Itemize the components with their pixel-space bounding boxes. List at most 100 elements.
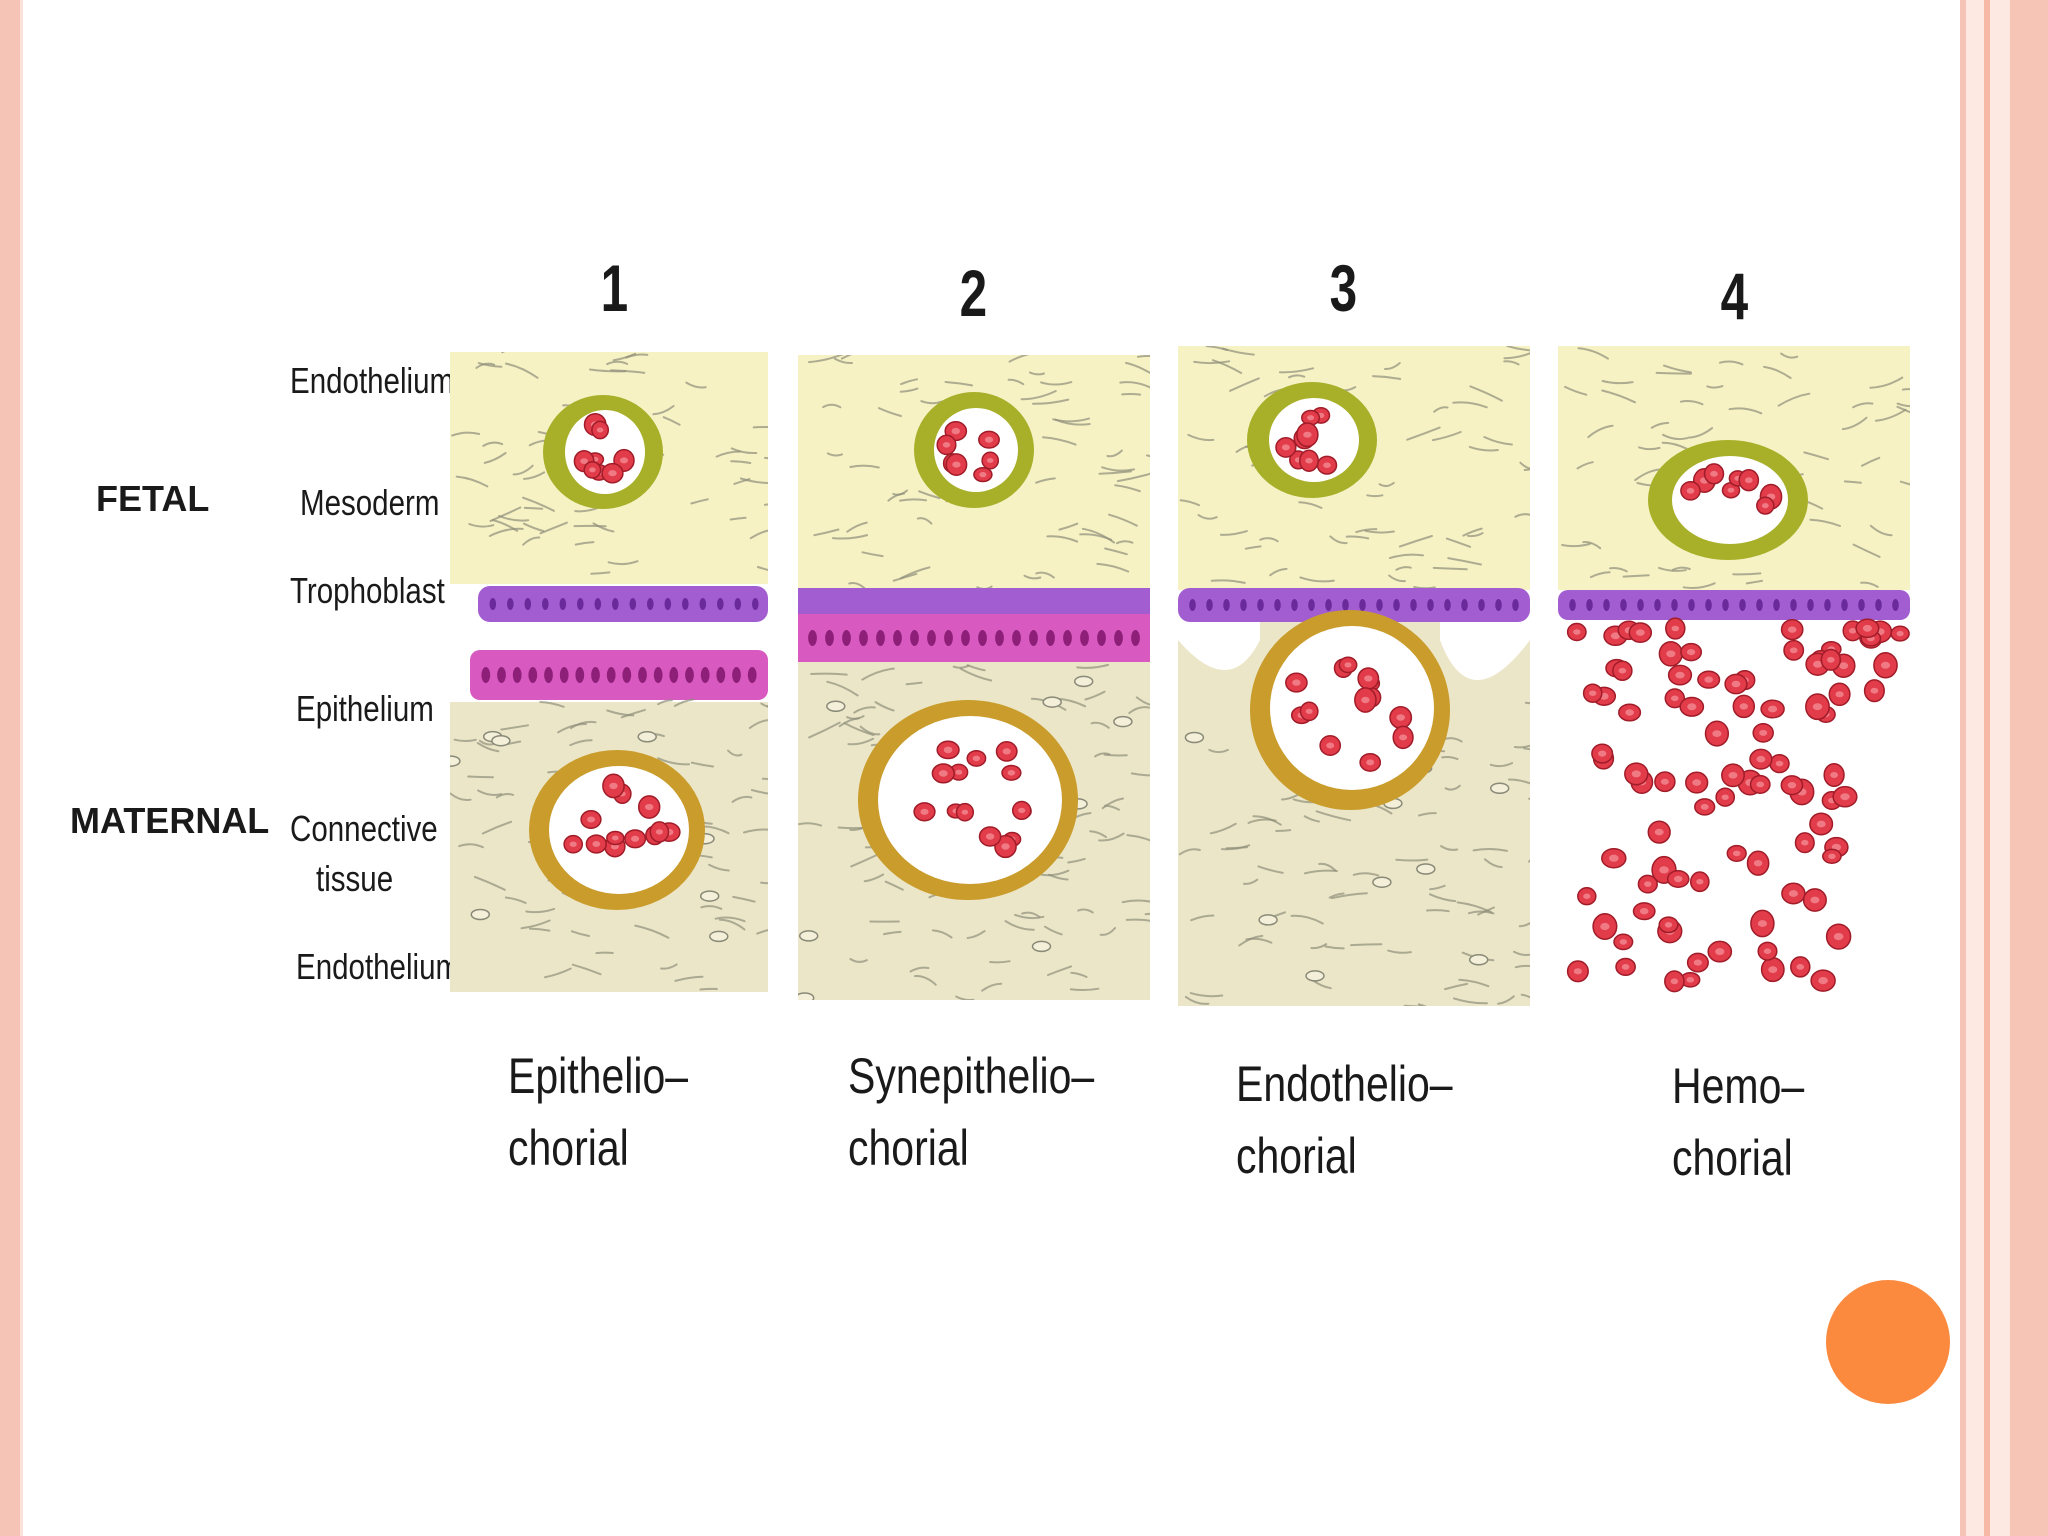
red-blood-cell-center	[1589, 690, 1597, 696]
cell-nucleus	[1841, 599, 1848, 611]
tissue-fiber	[1682, 582, 1716, 589]
tissue-fiber	[1242, 878, 1259, 885]
right-border-stripe	[2010, 0, 2048, 1536]
tissue-fiber	[1179, 499, 1200, 507]
red-blood-cell-center	[1305, 457, 1313, 464]
red-blood-cell-center	[1639, 908, 1649, 915]
cell-nucleus	[1342, 599, 1349, 611]
tissue-fiber	[1483, 858, 1503, 869]
tissue-fiber	[900, 378, 918, 386]
tissue-fiber	[476, 742, 500, 753]
red-blood-cell-center	[1002, 748, 1011, 755]
tissue-fiber	[1014, 913, 1045, 920]
tissue-fiber	[1098, 832, 1125, 842]
tissue-fiber	[1378, 481, 1395, 488]
tissue-fiber	[475, 362, 496, 369]
fibroblast-nucleus	[1489, 782, 1510, 795]
red-blood-cell-center	[951, 427, 960, 435]
tissue-fiber	[761, 777, 768, 781]
fetal-blood-cells	[1680, 463, 1783, 515]
red-blood-cell-center	[1812, 703, 1823, 711]
tissue-fiber	[833, 357, 853, 365]
tissue-fiber	[1507, 778, 1530, 785]
tissue-fiber	[1433, 406, 1449, 413]
red-blood-cell-center	[1833, 933, 1844, 941]
trophoblast-layer	[1178, 588, 1530, 622]
epithelium-nuclei	[481, 667, 757, 683]
cell-nucleus	[808, 630, 817, 646]
cell-nucleus	[927, 630, 936, 646]
tissue-fiber	[574, 541, 595, 546]
tissue-fiber	[1728, 407, 1763, 415]
tissue-fiber	[1315, 810, 1352, 822]
red-blood-cell-center	[1813, 660, 1823, 668]
tissue-fiber	[1046, 535, 1079, 543]
tissue-fiber	[571, 963, 602, 976]
panel-synepitheliochorial	[798, 355, 1150, 1000]
tissue-fiber	[610, 369, 646, 374]
red-blood-cell-center	[1732, 850, 1741, 857]
tissue-fiber	[850, 854, 877, 868]
left-border	[0, 0, 20, 1536]
red-blood-cell-center	[592, 841, 601, 847]
red-blood-cell-center	[1687, 703, 1697, 711]
red-blood-cell-center	[1619, 939, 1628, 945]
tissue-fiber	[1671, 566, 1691, 571]
red-blood-cell-center	[1303, 431, 1312, 438]
tissue-fiber	[1466, 532, 1484, 538]
fibroblast-nucleus	[1113, 715, 1133, 728]
tissue-fiber	[1452, 401, 1488, 409]
cell-nucleus	[664, 598, 672, 610]
tissue-fiber	[1561, 542, 1591, 548]
cell-nucleus	[995, 630, 1004, 646]
red-blood-cell-center	[631, 835, 640, 842]
tissue-fiber	[826, 452, 843, 457]
tissue-fiber	[966, 930, 986, 939]
caption-2-line1: Synepithelio–	[848, 1048, 1095, 1104]
tissue-fiber	[1278, 367, 1315, 374]
tissue-fiber	[607, 560, 639, 566]
red-blood-cell-center	[1835, 691, 1844, 698]
red-blood-cell-center	[1731, 680, 1741, 688]
cell-nucleus	[606, 667, 616, 683]
tissue-fiber	[1372, 375, 1402, 380]
cell-nucleus	[528, 667, 538, 683]
column-number-4: 4	[1720, 259, 1749, 333]
fetal-blood-cells	[1275, 406, 1338, 475]
red-blood-cell-center	[985, 833, 995, 840]
red-blood-cell-center	[1609, 854, 1619, 862]
tissue-fiber	[1444, 982, 1469, 991]
red-blood-cell-center	[1659, 866, 1669, 874]
cell-nucleus	[978, 630, 987, 646]
trophoblast-layer	[798, 588, 1150, 618]
cell-nucleus	[1756, 599, 1763, 611]
tissue-fiber	[764, 456, 768, 460]
tissue-fiber	[1523, 468, 1530, 471]
tissue-fiber	[570, 930, 591, 937]
tissue-fiber	[1329, 535, 1348, 545]
red-blood-cell-center	[1787, 626, 1797, 633]
red-blood-cell-center	[1753, 860, 1763, 867]
tissue-fiber	[1190, 914, 1215, 922]
red-blood-cell-center	[1326, 742, 1335, 749]
cell-nucleus	[859, 630, 868, 646]
tissue-fiber	[944, 381, 973, 387]
tissue-fiber	[1388, 574, 1406, 583]
cell-nucleus	[1603, 599, 1610, 611]
tissue-fiber	[685, 381, 707, 389]
tissue-fiber	[1021, 911, 1041, 918]
tissue-fiber	[1582, 541, 1602, 550]
tissue-fiber	[1245, 937, 1273, 944]
tissue-fiber	[1458, 978, 1490, 988]
red-blood-cell-center	[1007, 770, 1016, 776]
tissue-fiber	[606, 360, 629, 366]
red-blood-cell-center	[1686, 977, 1695, 983]
cell-nucleus	[559, 598, 567, 610]
tissue-fiber	[1116, 540, 1134, 545]
red-blood-cell-center	[1671, 625, 1680, 632]
tissue-fiber	[1135, 696, 1150, 706]
cell-nucleus	[653, 667, 663, 683]
fetal-label: FETAL	[96, 478, 210, 519]
red-blood-cell-center	[1775, 760, 1784, 767]
caption-3-line1: Endothelio–	[1236, 1056, 1453, 1112]
